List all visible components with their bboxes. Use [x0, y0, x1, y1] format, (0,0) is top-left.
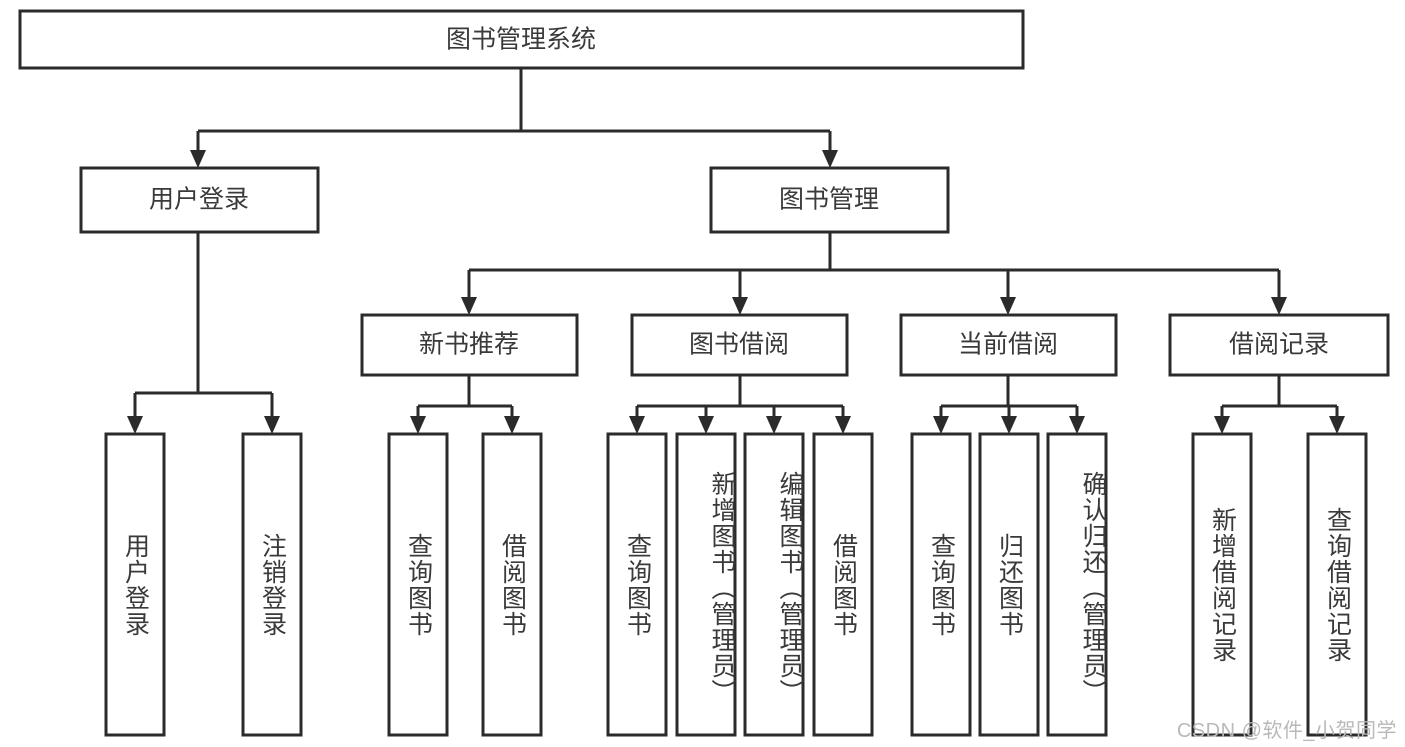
node-borrow-record[interactable]: 借阅记录	[1168, 313, 1390, 377]
leaf-box-return-book[interactable]	[978, 432, 1040, 737]
arrow-leaf-add-book	[698, 416, 714, 434]
node-new-book-recommend[interactable]: 新书推荐	[360, 313, 579, 377]
node-current-borrow[interactable]: 当前借阅	[899, 313, 1118, 377]
arrow-to-user-login	[190, 150, 206, 168]
arrow-leaf-query-book-1	[410, 416, 426, 434]
leaf-box-add-record[interactable]	[1191, 432, 1253, 737]
node-borrow-record-label: 借阅记录	[1229, 331, 1329, 359]
connector-group-root	[190, 68, 838, 168]
arrow-leaf-edit-book	[766, 416, 782, 434]
connector-group-new-book-recommend	[410, 375, 520, 434]
leaf-box-edit-book[interactable]	[743, 432, 805, 737]
leaf-box-borrow-book-1[interactable]	[481, 432, 543, 737]
node-user-login[interactable]: 用户登录	[79, 166, 320, 234]
node-borrow-record-box[interactable]	[1168, 313, 1390, 377]
leaf-box-user-login[interactable]	[104, 432, 166, 737]
connector-group-borrow-record	[1214, 375, 1345, 434]
arrow-leaf-logout-login	[264, 416, 280, 434]
leaf-box-query-book-1[interactable]	[387, 432, 449, 737]
leaf-box-logout-login[interactable]	[241, 432, 303, 737]
connector-group-current-borrow	[933, 375, 1085, 434]
arrow-to-book-manage	[822, 150, 838, 168]
connector-group-book-borrow	[629, 375, 851, 434]
node-user-login-label: 用户登录	[149, 186, 249, 214]
node-book-borrow-label: 图书借阅	[689, 331, 789, 359]
leaf-box-query-book-2[interactable]	[606, 432, 668, 737]
arrow-leaf-add-record	[1214, 416, 1230, 434]
arrow-leaf-query-book-3	[933, 416, 949, 434]
node-book-borrow-box[interactable]	[630, 313, 849, 377]
node-user-login-box[interactable]	[79, 166, 320, 234]
arrow-leaf-query-book-2	[629, 416, 645, 434]
arrow-leaf-borrow-book-2	[835, 416, 851, 434]
node-root-box[interactable]	[18, 9, 1025, 70]
node-book-manage[interactable]: 图书管理	[709, 166, 950, 234]
arrow-leaf-confirm-return	[1069, 416, 1085, 434]
connector-group-book-manage	[461, 232, 1287, 315]
arrow-to-book-borrow	[732, 297, 748, 315]
node-book-manage-label: 图书管理	[779, 186, 879, 214]
leaf-box-add-book[interactable]	[675, 432, 737, 737]
arrow-leaf-borrow-book-1	[504, 416, 520, 434]
arrow-to-new-book-recommend	[461, 297, 477, 315]
leaf-box-query-book-3[interactable]	[910, 432, 972, 737]
node-new-book-recommend-box[interactable]	[360, 313, 579, 377]
arrow-leaf-query-record	[1329, 416, 1345, 434]
node-new-book-recommend-label: 新书推荐	[419, 331, 519, 359]
node-root[interactable]: 图书管理系统	[18, 9, 1025, 70]
node-current-borrow-label: 当前借阅	[958, 331, 1058, 359]
arrow-to-borrow-record	[1271, 297, 1287, 315]
leaf-boxes	[104, 432, 1368, 737]
leaf-box-query-record[interactable]	[1306, 432, 1368, 737]
connector-group-user-login	[127, 232, 280, 434]
csdn-watermark: CSDN @软件_小贺同学	[1176, 720, 1397, 742]
node-book-manage-box[interactable]	[709, 166, 950, 234]
node-book-borrow[interactable]: 图书借阅	[630, 313, 849, 377]
leaf-box-confirm-return[interactable]	[1046, 432, 1108, 737]
arrow-leaf-return-book	[1001, 416, 1017, 434]
arrow-leaf-user-login	[127, 416, 143, 434]
node-current-borrow-box[interactable]	[899, 313, 1118, 377]
node-root-label: 图书管理系统	[446, 26, 596, 54]
leaf-box-borrow-book-2[interactable]	[812, 432, 874, 737]
arrow-to-current-borrow	[1000, 297, 1016, 315]
